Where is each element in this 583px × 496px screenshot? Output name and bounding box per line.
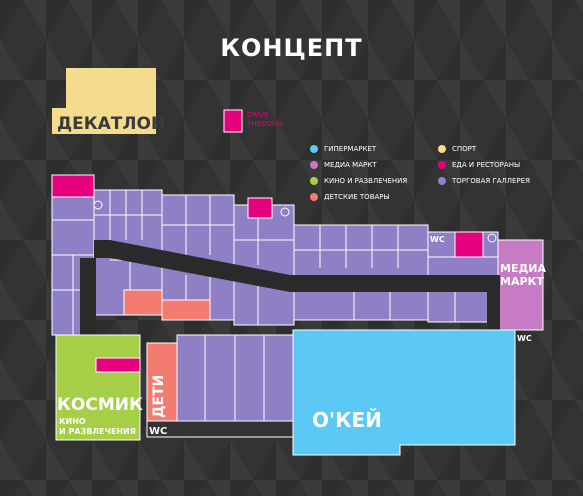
drive-through-label: DRIVE THROUGH	[247, 111, 283, 128]
legend-label: ТОРГОВАЯ ГАЛЛЕРЕЯ	[452, 177, 530, 185]
kosmik-sublabel: КИНО И РАЗВЛЕЧЕНИЯ	[59, 417, 136, 436]
kosmik-area[interactable]	[55, 334, 141, 441]
legend-dot	[438, 161, 446, 169]
legend-dot	[310, 145, 318, 153]
legend-dot	[310, 193, 318, 201]
media-markt-label: МЕДИА МАРКТ	[500, 262, 546, 288]
wc-label-right: WC	[517, 334, 532, 343]
service-strip	[146, 420, 294, 438]
food-court-center[interactable]	[247, 197, 273, 219]
legend-item: ЕДА И РЕСТОРАНЫ	[438, 159, 520, 171]
wc-label-upper: WC	[430, 235, 445, 244]
kids-store-a[interactable]	[123, 289, 163, 316]
page-title: КОНЦЕПТ	[220, 34, 363, 62]
drive-through-area[interactable]	[223, 109, 243, 133]
east-corridor	[487, 275, 500, 330]
main-corridor	[94, 240, 494, 292]
legend-label: СПОРТ	[452, 145, 477, 153]
legend-label: ЕДА И РЕСТОРАНЫ	[452, 161, 521, 169]
legend-dot	[438, 145, 446, 153]
legend-item: ТОРГОВАЯ ГАЛЛЕРЕЯ	[438, 175, 530, 187]
media-markt-area[interactable]	[497, 239, 544, 331]
legend-dot	[438, 177, 446, 185]
gallery-block-c[interactable]	[233, 204, 295, 326]
wc-label-lower: WC	[149, 426, 168, 437]
legend-item: ГИПЕРМАРКЕТ	[310, 143, 376, 155]
food-court-kosmik[interactable]	[95, 357, 141, 373]
okey-label: О'КЕЙ	[312, 408, 382, 432]
kosmik-label: КОСМИК	[57, 395, 143, 415]
legend-item: СПОРТ	[438, 143, 476, 155]
legend-dot	[310, 177, 318, 185]
kids-store-b[interactable]	[161, 299, 211, 321]
food-court-left[interactable]	[51, 174, 95, 198]
deti-label: ДЕТИ	[151, 374, 167, 418]
legend-item: ДЕТСКИЕ ТОВАРЫ	[310, 191, 390, 203]
legend-label: КИНО И РАЗВЛЕЧЕНИЯ	[324, 177, 408, 185]
legend-item: КИНО И РАЗВЛЕЧЕНИЯ	[310, 175, 407, 187]
decathlon-label: ДЕКАТЛОН	[57, 114, 166, 134]
okey-area[interactable]	[292, 329, 516, 456]
food-court-right[interactable]	[454, 231, 484, 258]
legend-label: МЕДИА МАРКТ	[324, 161, 377, 169]
legend-label: ГИПЕРМАРКЕТ	[324, 145, 377, 153]
legend-label: ДЕТСКИЕ ТОВАРЫ	[324, 193, 390, 201]
legend-dot	[310, 161, 318, 169]
legend-item: МЕДИА МАРКТ	[310, 159, 376, 171]
decathlon-area[interactable]	[52, 68, 156, 134]
gallery-block-d[interactable]	[293, 224, 429, 321]
